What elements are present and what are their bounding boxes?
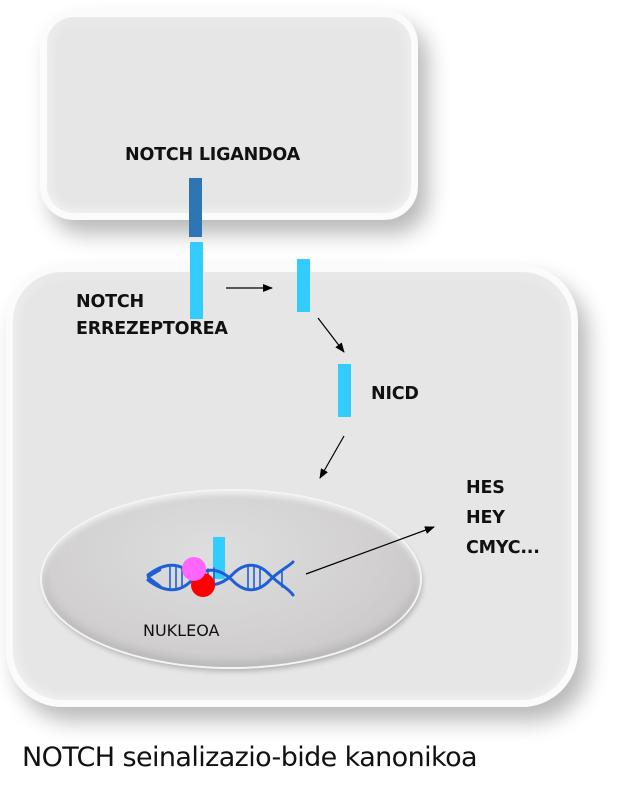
nuclear-nicd-bar [213,537,225,579]
nucleus-label: NUKLEOA [143,621,220,640]
notch-receptor-bar [190,242,203,319]
target-gene-cmyc: CMYC... [466,538,540,558]
arrow-cleavage-to-nicd [317,317,345,353]
receptor-label-line2: ERREZEPTOREA [76,319,228,339]
cofactor-pink-circle [182,557,206,581]
notch-ligand-bar [189,178,202,237]
target-gene-hey: HEY [466,508,505,528]
nicd-bar [338,364,351,417]
diagram-caption: NOTCH seinalizazio-bide kanonikoa [22,742,478,773]
receptor-label-line1: NOTCH [76,292,144,312]
arrow-nicd-to-nucleus [319,435,345,479]
arrow-transcription-to-genes [305,526,435,575]
dna-icon [146,560,295,597]
target-gene-hes: HES [466,478,505,498]
ligand-label: NOTCH LIGANDOA [125,145,300,165]
cleaved-receptor-bar [297,259,310,312]
nicd-label: NICD [371,384,419,404]
ligand-cell [40,10,418,220]
